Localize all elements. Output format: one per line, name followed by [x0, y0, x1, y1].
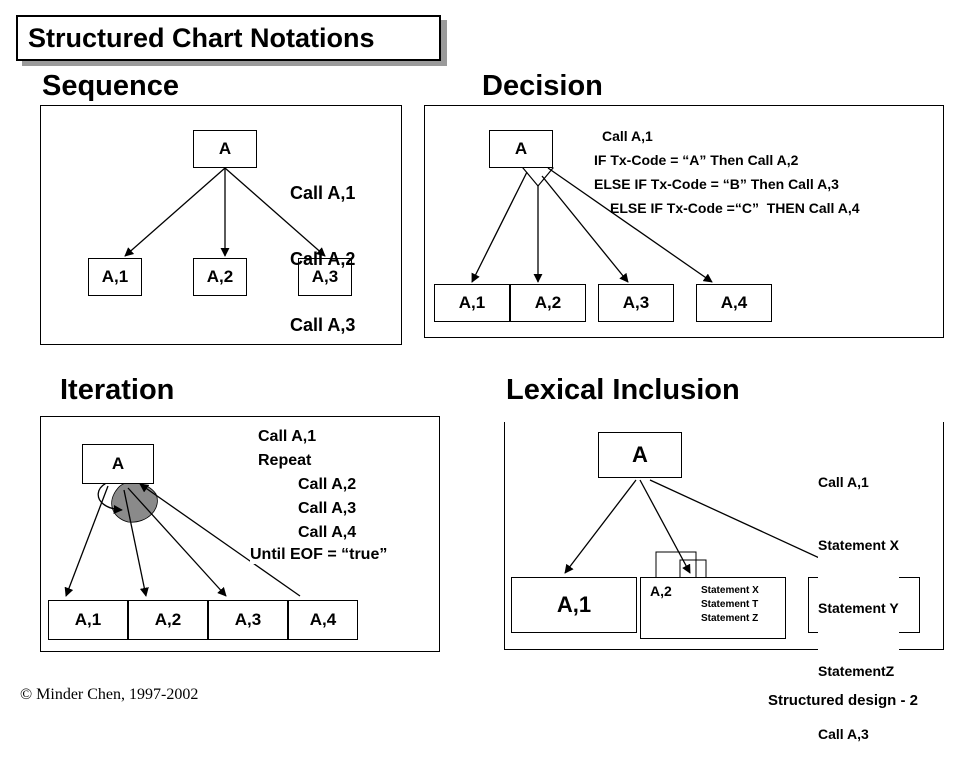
lex-embedded-statements: Statement X Statement T Statement Z [701, 584, 759, 626]
dec-code-4: ELSE IF Tx-Code =“C” THEN Call A,4 [610, 200, 860, 216]
seq-node-a2: A,2 [193, 258, 247, 296]
lex-code-4: StatementZ [818, 663, 895, 679]
lex-code-5: Call A,3 [818, 726, 869, 742]
lex-statement-2: Statement T [701, 599, 759, 610]
page-title: Structured Chart Notations [16, 15, 441, 61]
iter-node-a4: A,4 [288, 600, 358, 640]
seq-calls: Call A,1 Call A,2 Call A,3 [290, 138, 355, 358]
lex-code-1: Call A,1 [818, 474, 869, 490]
dec-node-a4: A,4 [696, 284, 772, 322]
lex-node-a2-label: A,2 [650, 583, 672, 599]
dec-code-2: IF Tx-Code = “A” Then Call A,2 [594, 152, 799, 168]
lex-code-3: Statement Y [818, 600, 899, 616]
iter-code-6: Until EOF = “true” [250, 546, 388, 564]
dec-code-3: ELSE IF Tx-Code = “B” Then Call A,3 [594, 176, 839, 192]
page-label: Structured design - 2 [767, 692, 918, 709]
seq-call-3: Call A,3 [290, 315, 356, 335]
seq-node-a: A [193, 130, 257, 168]
decision-heading: Decision [482, 70, 603, 102]
lex-code: Call A,1 Statement X Statement Y Stateme… [818, 430, 899, 766]
lex-statement-1: Statement X [701, 585, 759, 596]
dec-code-1: Call A,1 [602, 128, 653, 144]
lex-node-a1: A,1 [511, 577, 637, 633]
seq-call-2: Call A,2 [290, 249, 356, 269]
iter-code-5: Call A,4 [298, 524, 357, 541]
seq-call-1: Call A,1 [290, 183, 356, 203]
dec-node-a2: A,2 [510, 284, 586, 322]
iter-code-4: Call A,3 [298, 500, 357, 517]
dec-node-a: A [489, 130, 553, 168]
lexical-heading: Lexical Inclusion [506, 374, 740, 406]
lex-code-2: Statement X [818, 537, 899, 553]
iter-node-a: A [82, 444, 154, 484]
iter-code-1: Call A,1 [258, 428, 317, 445]
lex-node-a2: A,2 Statement X Statement T Statement Z [640, 577, 786, 639]
dec-node-a1: A,1 [434, 284, 510, 322]
sequence-heading: Sequence [42, 70, 179, 102]
iter-node-a2: A,2 [128, 600, 208, 640]
seq-node-a3: A,3 [298, 258, 352, 296]
dec-node-a3: A,3 [598, 284, 674, 322]
iter-code-3: Call A,2 [298, 476, 357, 493]
lex-statement-3: Statement Z [701, 613, 759, 624]
lex-node-a: A [598, 432, 682, 478]
seq-node-a1: A,1 [88, 258, 142, 296]
iter-node-a1: A,1 [48, 600, 128, 640]
iteration-heading: Iteration [60, 374, 175, 406]
iter-node-a3: A,3 [208, 600, 288, 640]
copyright: © Minder Chen, 1997-2002 [20, 686, 199, 703]
iter-code-2: Repeat [258, 452, 312, 469]
